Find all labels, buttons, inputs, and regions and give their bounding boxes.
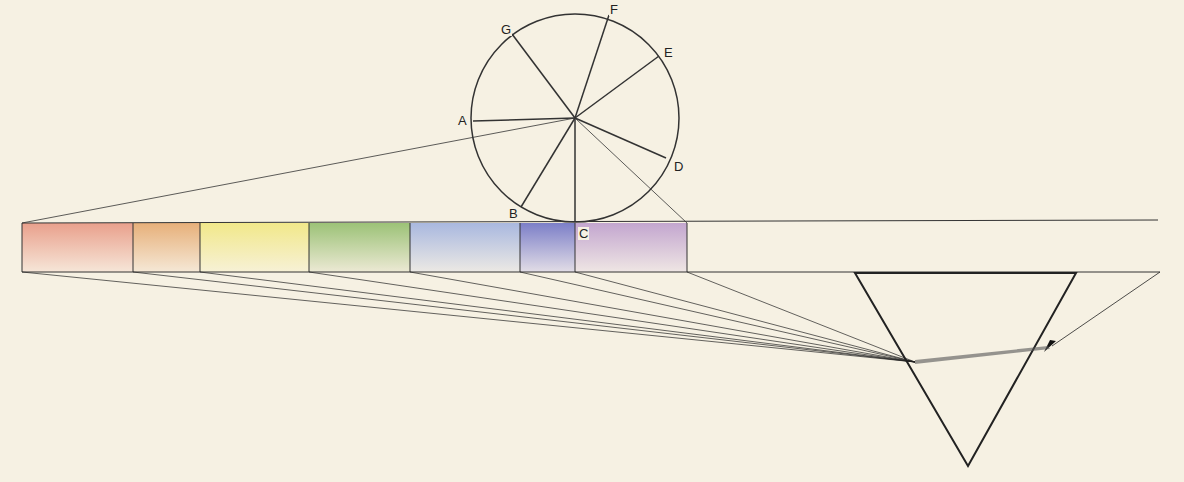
- point-label: F: [609, 3, 619, 16]
- point-label: E: [663, 46, 674, 59]
- color-wheel: [22, 14, 687, 223]
- point-label: G: [500, 23, 512, 36]
- point-label: D: [673, 160, 684, 173]
- point-label: A: [457, 114, 468, 127]
- prism: [22, 272, 1160, 466]
- point-label: B: [508, 207, 519, 220]
- point-label: C: [578, 227, 589, 240]
- spectrum-band: [22, 220, 1160, 272]
